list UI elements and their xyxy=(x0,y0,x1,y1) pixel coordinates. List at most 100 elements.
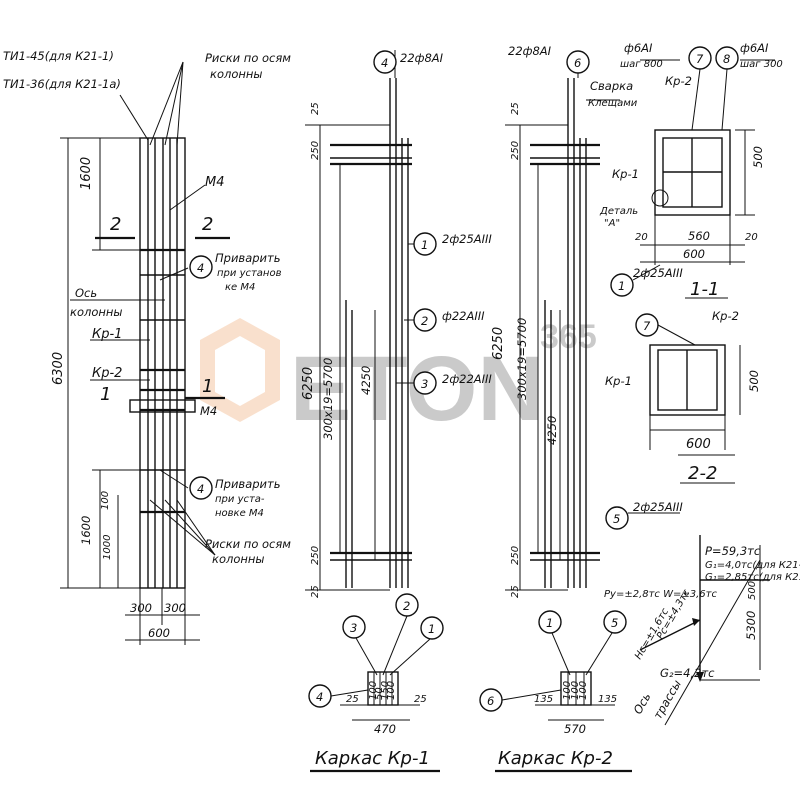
weld-b-2: при уста- xyxy=(215,494,265,505)
bubble-4a-text: 4 xyxy=(197,261,204,275)
kr1-sec-b3: 3 xyxy=(350,621,357,635)
column-elevation xyxy=(60,61,230,645)
dim-300a: 300 xyxy=(130,601,152,615)
kr1-sec-25b: 25 xyxy=(414,694,427,705)
risk-top-1: Риски по осям xyxy=(205,51,291,65)
sec-dim-600b: 600 xyxy=(686,437,711,452)
load-dim-500: 500 xyxy=(747,581,758,600)
kr2-dim-6250: 6250 xyxy=(491,327,506,360)
kr1-bubble-1: 1 xyxy=(421,238,428,252)
kr2-bubble-6: 6 xyxy=(574,56,581,70)
kr1-dim-4250: 4250 xyxy=(359,366,373,395)
kr1-dim-6250: 6250 xyxy=(301,367,316,400)
sec-label-5: 2ф25АIII xyxy=(633,500,683,514)
load-g2: G₂=4,2тс xyxy=(660,666,715,680)
sec-bubble-1: 1 xyxy=(618,279,625,293)
kr2-dim-25-bot: 25 xyxy=(510,585,521,598)
kr2-dim-300x19: 300х19=5700 xyxy=(515,318,529,400)
kr1-dim-25-bot: 25 xyxy=(310,585,321,598)
sec-bubble-8: 8 xyxy=(723,52,730,66)
kr2-dim-250-bot: 250 xyxy=(510,546,521,565)
kr2-sec-c3: 100 xyxy=(578,681,589,700)
kr1-dim-250: 250 xyxy=(310,141,321,160)
kr2-bar-top: 22ф8АI xyxy=(508,44,552,58)
kr1-sec-c4: 100 xyxy=(386,681,397,700)
load-axis-1: Ось xyxy=(630,690,653,716)
risk-bot-1: Риски по осям xyxy=(205,537,291,551)
load-py: Ру=±2,8тс W=±3,6тс xyxy=(604,589,717,600)
mark-top-2: ТИ1-36(для К21-1а) xyxy=(3,77,121,91)
sec-dim-500: 500 xyxy=(751,146,765,168)
kr1-sec-b2: 2 xyxy=(403,599,410,613)
kr2-sec-570: 570 xyxy=(564,722,586,736)
kr1-sec-c2: 50 xyxy=(374,687,385,700)
sec-bubble-7: 7 xyxy=(696,52,704,66)
kr1-sec-c1: 100 xyxy=(368,681,379,700)
risk-bot-2: колонны xyxy=(212,552,265,566)
section-2-right: 2 xyxy=(202,214,213,235)
load-diagram xyxy=(639,535,770,726)
sec-dim-500b: 500 xyxy=(747,370,761,392)
axis-col-2: колонны xyxy=(70,305,123,319)
dim-1600-top: 1600 xyxy=(79,157,94,190)
dim-1600-bot: 1600 xyxy=(79,516,93,545)
load-axis-2: трассы xyxy=(650,677,684,721)
sec-dim-20a: 20 xyxy=(635,232,648,243)
weld-b-1: Приварить xyxy=(215,477,281,491)
sec-f6a-2: ф6АI xyxy=(740,41,769,55)
sec-dim-560: 560 xyxy=(688,229,710,243)
section-1-right: 1 xyxy=(202,376,213,397)
kr2-sec-135b: 135 xyxy=(598,694,617,705)
sec-dim-600a: 600 xyxy=(683,247,705,261)
sec-kr2-top: Кр-2 xyxy=(665,74,692,88)
kr1-dim-300x19: 300х19=5700 xyxy=(321,358,335,440)
watermark: ETON 365 xyxy=(200,318,597,440)
kr2-sec-b1: 1 xyxy=(546,616,553,630)
section-views xyxy=(605,46,775,530)
sec-step-2: шаг 300 xyxy=(740,59,783,70)
sec-bubble-5: 5 xyxy=(613,512,620,526)
kr2-sec-b6: 6 xyxy=(487,694,494,708)
kr2-dim-250: 250 xyxy=(510,141,521,160)
kr2-svarka-1: Сварка xyxy=(590,79,633,93)
sec-detail-1: Деталь xyxy=(599,206,638,217)
section-1-1-label: 1-1 xyxy=(690,279,719,300)
load-dim-5300: 5300 xyxy=(744,611,758,640)
sec-detail-2: "А" xyxy=(604,218,620,229)
kr2-dim-25: 25 xyxy=(510,102,521,115)
kr1-caption: Каркас Кр-1 xyxy=(315,748,430,769)
kr1-bubble-3: 3 xyxy=(421,377,428,391)
kr2-svarka-2: Клещами xyxy=(588,98,638,109)
cage-kr1 xyxy=(305,50,444,773)
section-2-2-label: 2-2 xyxy=(688,463,717,484)
kr2-dim-4250: 4250 xyxy=(545,416,559,445)
sec-dim-20b: 20 xyxy=(745,232,758,243)
dim-300b: 300 xyxy=(164,601,186,615)
dim-6300: 6300 xyxy=(51,352,66,385)
sec-step-1: шаг 800 xyxy=(620,59,663,70)
cage-kr2 xyxy=(479,50,632,773)
kr1-sec-c3: 150 xyxy=(380,681,391,700)
kr1-bubble-4: 4 xyxy=(381,56,388,70)
dim-1000: 1000 xyxy=(102,535,113,560)
load-p: Р=59,3тс xyxy=(705,544,761,558)
kr1-sec-b1: 1 xyxy=(428,622,435,636)
mark-top-1: ТИ1-45(для К21-1) xyxy=(3,49,114,63)
dim-600-left: 600 xyxy=(148,626,170,640)
weld-a-2: при установ xyxy=(217,268,282,279)
kr1-sec-470: 470 xyxy=(374,722,396,736)
bubble-4b-text: 4 xyxy=(197,482,204,496)
kr2-sec-135a: 135 xyxy=(534,694,553,705)
kr2-label-left: Кр-2 xyxy=(92,366,122,381)
m4-label: М4 xyxy=(205,175,225,190)
sec-label-2f25: 2ф25АIII xyxy=(633,266,683,280)
sec-kr1-b: Кр-1 xyxy=(605,374,632,388)
load-g1a: G₁=4,0тс(для К21-1) xyxy=(705,560,800,571)
kr1-dim-25: 25 xyxy=(310,102,321,115)
kr2-sec-b5: 5 xyxy=(611,616,618,630)
weld-b-3: новке М4 xyxy=(215,508,264,519)
weld-a-3: ке М4 xyxy=(225,282,255,293)
weld-a-1: Приварить xyxy=(215,251,281,265)
section-1-sub: М4 xyxy=(200,404,217,418)
